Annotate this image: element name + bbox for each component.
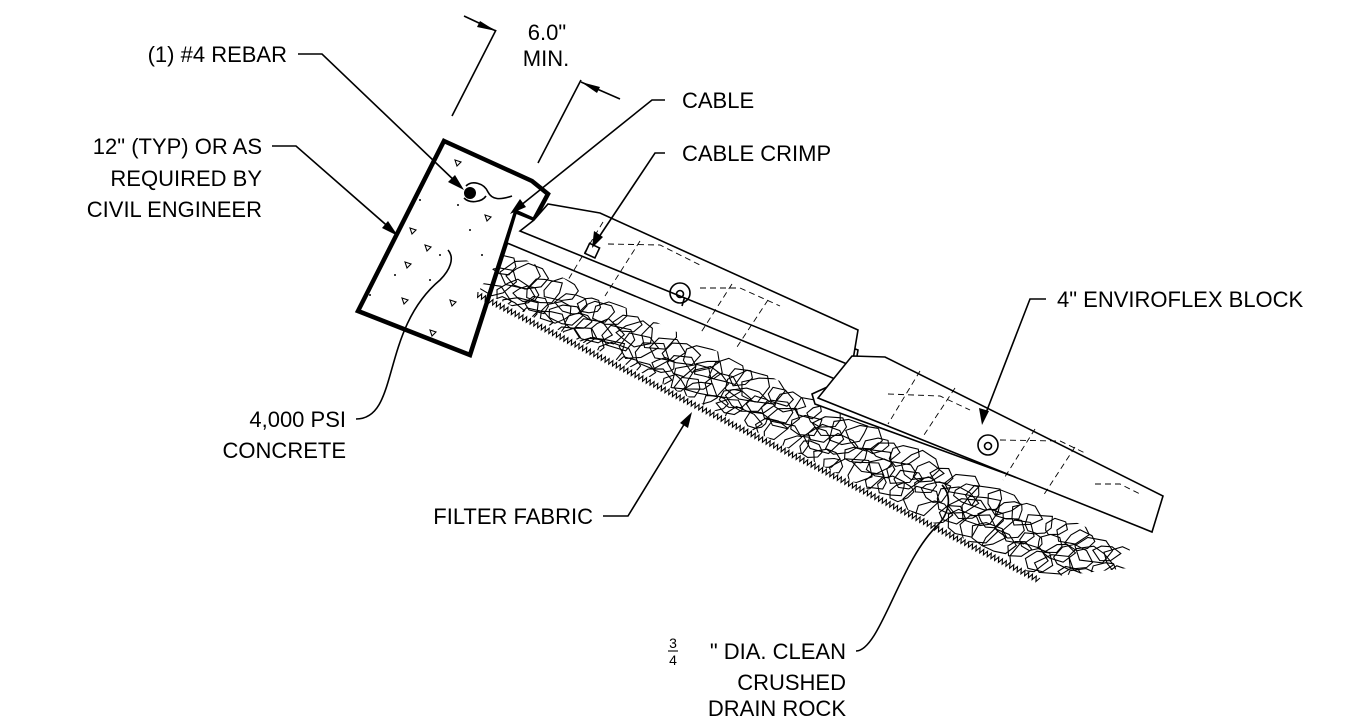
rebar-symbol [463,182,513,203]
svg-text:12" (TYP) OR AS: 12" (TYP) OR AS [93,134,262,159]
filter-fabric-line [476,291,1041,583]
svg-text:3: 3 [669,635,677,651]
label-filter-fabric: FILTER FABRIC [433,504,593,529]
svg-text:FILTER FABRIC: FILTER FABRIC [433,504,593,529]
svg-text:(1) #4 REBAR: (1) #4 REBAR [148,42,287,67]
svg-text:4,000 PSI: 4,000 PSI [249,407,346,432]
cable-crimp-symbol [583,242,601,260]
svg-text:DRAIN ROCK: DRAIN ROCK [708,696,846,720]
label-drain-rock: 3 4 " DIA. CLEAN CRUSHED DRAIN ROCK [668,635,846,720]
svg-text:4" ENVIROFLEX BLOCK: 4" ENVIROFLEX BLOCK [1057,287,1304,312]
leader-lines [272,53,1046,652]
svg-text:CONCRETE: CONCRETE [223,438,346,463]
dimension-6in-min [451,15,621,164]
block-joint-lines [567,221,1141,497]
label-dimension: 6.0" MIN. [523,20,569,71]
label-enviroflex-block: 4" ENVIROFLEX BLOCK [1057,287,1304,312]
label-rebar: (1) #4 REBAR [148,42,287,67]
svg-text:4: 4 [669,652,677,668]
svg-text:CABLE: CABLE [682,88,754,113]
label-cable-crimp: CABLE CRIMP [682,141,831,166]
svg-text:" DIA. CLEAN: " DIA. CLEAN [710,639,846,664]
svg-text:MIN.: MIN. [523,46,569,71]
svg-text:6.0": 6.0" [528,20,566,45]
label-cable: CABLE [682,88,754,113]
label-concrete: 4,000 PSI CONCRETE [223,407,346,463]
cable-holes [669,282,999,456]
svg-text:CIVIL ENGINEER: CIVIL ENGINEER [87,197,262,222]
svg-text:CABLE CRIMP: CABLE CRIMP [682,141,831,166]
label-toe-thickness: 12" (TYP) OR AS REQUIRED BY CIVIL ENGINE… [87,134,263,222]
svg-text:REQUIRED BY: REQUIRED BY [110,166,262,191]
svg-text:CRUSHED: CRUSHED [737,670,846,695]
